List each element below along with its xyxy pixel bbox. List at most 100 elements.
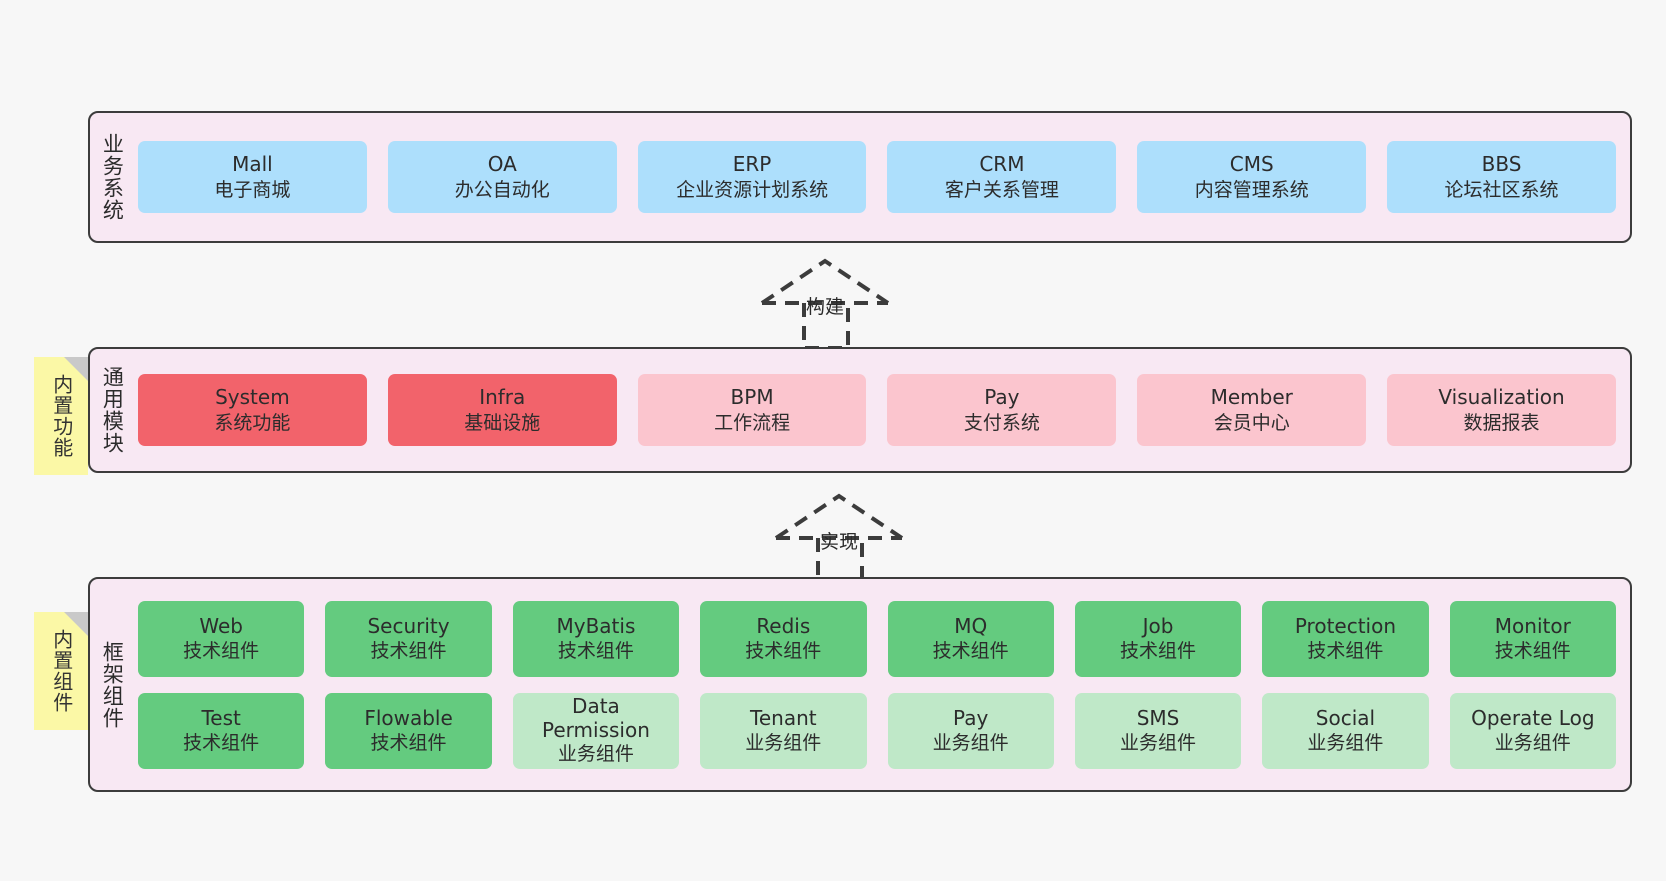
node-pay-module-subtitle: 支付系统 xyxy=(963,411,1040,434)
node-security-subtitle: 技术组件 xyxy=(370,640,447,663)
dashed-hollow-arrow-up-icon xyxy=(774,493,904,585)
node-operate-log-subtitle: 业务组件 xyxy=(1494,732,1571,755)
layer-common-module-label: 通用模块 xyxy=(100,366,125,454)
node-tenant[interactable]: Tenant 业务组件 xyxy=(700,692,867,769)
node-system[interactable]: System 系统功能 xyxy=(138,374,367,446)
node-web[interactable]: Web 技术组件 xyxy=(138,600,305,677)
note-builtin-function[interactable]: 内置功能 xyxy=(34,357,88,475)
node-crm[interactable]: CRM 客户关系管理 xyxy=(887,141,1117,213)
node-system-title: System xyxy=(215,385,290,410)
node-security[interactable]: Security 技术组件 xyxy=(325,600,492,677)
node-job-title: Job xyxy=(1142,613,1174,638)
node-redis-title: Redis xyxy=(756,613,811,638)
node-cms-subtitle: 内容管理系统 xyxy=(1194,178,1309,201)
node-tenant-title: Tenant xyxy=(750,705,817,730)
node-infra-subtitle: 基础设施 xyxy=(464,411,541,434)
node-visualization-title: Visualization xyxy=(1438,385,1565,410)
node-oa-title: OA xyxy=(487,152,517,177)
node-social[interactable]: Social 业务组件 xyxy=(1262,692,1429,769)
node-test-title: Test xyxy=(201,705,241,730)
node-pay-module-title: Pay xyxy=(984,385,1020,410)
node-monitor[interactable]: Monitor 技术组件 xyxy=(1449,600,1616,677)
layer-framework-component-label: 框架组件 xyxy=(100,640,125,729)
node-sms[interactable]: SMS 业务组件 xyxy=(1074,692,1242,769)
node-system-subtitle: 系统功能 xyxy=(214,411,291,434)
dashed-hollow-arrow-up-icon xyxy=(760,258,890,350)
node-mybatis[interactable]: MyBatis 技术组件 xyxy=(512,600,680,677)
layer-common-module-body: System 系统功能 Infra 基础设施 BPM 工作流程 Pay 支付系统… xyxy=(134,349,1630,471)
connector-build-label: 构建 xyxy=(806,296,845,318)
node-monitor-subtitle: 技术组件 xyxy=(1494,640,1571,663)
node-bbs-subtitle: 论坛社区系统 xyxy=(1444,178,1559,201)
layer-common-module[interactable]: 通用模块 System 系统功能 Infra 基础设施 BPM 工作流程 Pay xyxy=(88,347,1632,473)
node-infra[interactable]: Infra 基础设施 xyxy=(387,374,617,446)
connector-build xyxy=(752,253,922,353)
note-fold-corner-icon xyxy=(64,357,88,381)
node-flowable[interactable]: Flowable 技术组件 xyxy=(325,692,492,769)
node-security-title: Security xyxy=(367,613,450,638)
node-mall[interactable]: Mall 电子商城 xyxy=(138,141,367,213)
node-sms-subtitle: 业务组件 xyxy=(1120,732,1197,755)
node-erp[interactable]: ERP 企业资源计划系统 xyxy=(637,141,867,213)
node-pay-module[interactable]: Pay 支付系统 xyxy=(887,374,1117,446)
node-job-subtitle: 技术组件 xyxy=(1120,640,1197,663)
node-cms[interactable]: CMS 内容管理系统 xyxy=(1137,141,1367,213)
node-protection-subtitle: 技术组件 xyxy=(1307,640,1384,663)
node-data-permission-subtitle: 业务组件 xyxy=(557,743,634,766)
node-data-permission[interactable]: Data Permission 业务组件 xyxy=(512,692,680,769)
note-builtin-component[interactable]: 内置组件 xyxy=(34,612,88,730)
node-test-subtitle: 技术组件 xyxy=(183,732,260,755)
node-redis[interactable]: Redis 技术组件 xyxy=(700,600,867,677)
connector-implement xyxy=(766,488,936,588)
node-bpm[interactable]: BPM 工作流程 xyxy=(637,374,867,446)
note-builtin-function-label: 内置功能 xyxy=(49,374,74,458)
node-flowable-title: Flowable xyxy=(364,705,453,730)
node-member-subtitle: 会员中心 xyxy=(1213,411,1290,434)
node-mall-title: Mall xyxy=(232,152,273,177)
node-member-title: Member xyxy=(1210,385,1293,410)
node-sms-title: SMS xyxy=(1136,705,1180,730)
layer-business-system-row: Mall 电子商城 OA 办公自动化 ERP 企业资源计划系统 CRM 客户关系… xyxy=(138,141,1616,213)
layer-framework-component[interactable]: 框架组件 Web 技术组件 Security 技术组件 MyBatis 技术组件… xyxy=(88,577,1632,792)
node-mall-subtitle: 电子商城 xyxy=(214,178,291,201)
node-pay-component-title: Pay xyxy=(953,705,989,730)
node-oa[interactable]: OA 办公自动化 xyxy=(387,141,617,213)
node-social-subtitle: 业务组件 xyxy=(1307,732,1384,755)
node-bbs[interactable]: BBS 论坛社区系统 xyxy=(1387,141,1616,213)
node-mybatis-title: MyBatis xyxy=(556,613,636,638)
node-mybatis-subtitle: 技术组件 xyxy=(557,640,634,663)
node-visualization[interactable]: Visualization 数据报表 xyxy=(1387,374,1616,446)
node-bbs-title: BBS xyxy=(1481,152,1522,177)
node-pay-component[interactable]: Pay 业务组件 xyxy=(887,692,1054,769)
layer-business-system[interactable]: 业务系统 Mall 电子商城 OA 办公自动化 ERP 企业资源计划系统 CRM xyxy=(88,111,1632,243)
node-job[interactable]: Job 技术组件 xyxy=(1074,600,1242,677)
node-flowable-subtitle: 技术组件 xyxy=(370,732,447,755)
node-visualization-subtitle: 数据报表 xyxy=(1463,411,1540,434)
node-social-title: Social xyxy=(1315,705,1376,730)
node-monitor-title: Monitor xyxy=(1494,613,1571,638)
node-mq[interactable]: MQ 技术组件 xyxy=(887,600,1054,677)
layer-common-module-row: System 系统功能 Infra 基础设施 BPM 工作流程 Pay 支付系统… xyxy=(138,374,1616,446)
node-operate-log-title: Operate Log xyxy=(1471,705,1595,730)
note-builtin-component-label: 内置组件 xyxy=(49,629,74,713)
node-protection[interactable]: Protection 技术组件 xyxy=(1262,600,1429,677)
layer-framework-component-row-tech: Web 技术组件 Security 技术组件 MyBatis 技术组件 Redi… xyxy=(138,600,1616,677)
node-bpm-title: BPM xyxy=(730,385,774,410)
node-operate-log[interactable]: Operate Log 业务组件 xyxy=(1449,692,1616,769)
node-web-subtitle: 技术组件 xyxy=(183,640,260,663)
layer-business-system-label: 业务系统 xyxy=(100,133,125,221)
node-member[interactable]: Member 会员中心 xyxy=(1137,374,1367,446)
node-protection-title: Protection xyxy=(1294,613,1397,638)
connector-implement-label: 实现 xyxy=(820,531,859,553)
note-fold-corner-icon xyxy=(64,612,88,636)
node-crm-title: CRM xyxy=(979,152,1025,177)
node-test[interactable]: Test 技术组件 xyxy=(138,692,305,769)
node-mq-title: MQ xyxy=(954,613,988,638)
node-web-title: Web xyxy=(199,613,243,638)
node-mq-subtitle: 技术组件 xyxy=(932,640,1009,663)
node-oa-subtitle: 办公自动化 xyxy=(454,178,550,201)
layer-framework-component-body: Web 技术组件 Security 技术组件 MyBatis 技术组件 Redi… xyxy=(134,579,1630,790)
node-pay-component-subtitle: 业务组件 xyxy=(932,732,1009,755)
node-data-permission-title: Data Permission xyxy=(542,694,650,743)
node-bpm-subtitle: 工作流程 xyxy=(714,411,791,434)
